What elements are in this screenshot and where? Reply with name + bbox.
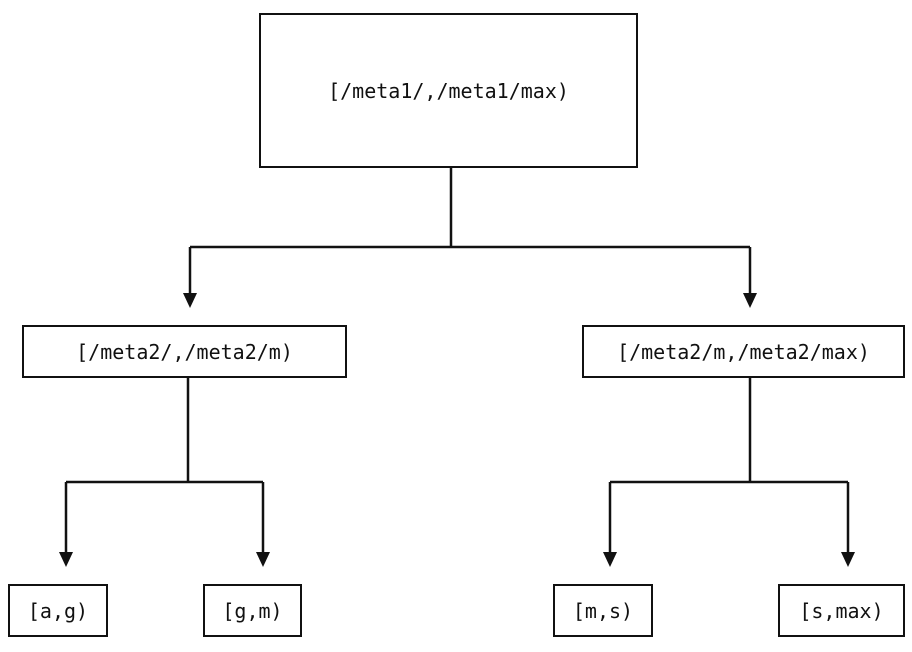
tree-node-right: [/meta2/m,/meta2/max) xyxy=(582,325,905,378)
node-label: [g,m) xyxy=(222,598,283,623)
node-label: [/meta2/,/meta2/m) xyxy=(76,339,293,364)
arrowhead-icon xyxy=(183,293,197,308)
node-label: [/meta2/m,/meta2/max) xyxy=(617,339,870,364)
tree-node-left: [/meta2/,/meta2/m) xyxy=(22,325,347,378)
node-label: [s,max) xyxy=(799,598,884,623)
arrowhead-icon xyxy=(256,552,270,567)
tree-node-root: [/meta1/,/meta1/max) xyxy=(259,13,638,168)
node-label: [m,s) xyxy=(572,598,634,623)
tree-node-left-left: [a,g) xyxy=(8,584,108,637)
node-label: [/meta1/,/meta1/max) xyxy=(328,78,569,103)
arrowhead-icon xyxy=(743,293,757,308)
tree-node-right-left: [m,s) xyxy=(553,584,653,637)
arrowhead-icon xyxy=(59,552,73,567)
tree-node-left-right: [g,m) xyxy=(203,584,302,637)
node-label: [a,g) xyxy=(27,598,89,623)
arrowhead-icon xyxy=(603,552,617,567)
arrowhead-icon xyxy=(841,552,855,567)
tree-node-right-right: [s,max) xyxy=(778,584,905,637)
